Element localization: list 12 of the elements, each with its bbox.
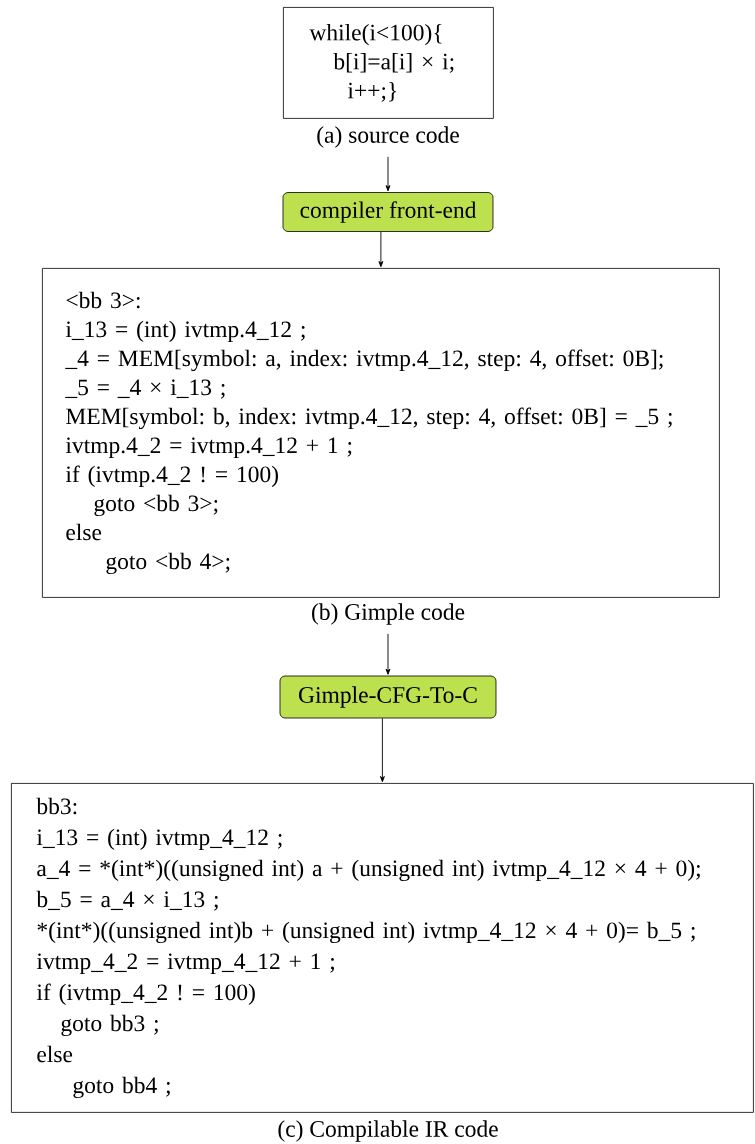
- arrow: [385, 633, 391, 675]
- arrow: [379, 717, 385, 783]
- node-label: (b) Gimple code: [312, 603, 465, 625]
- process-box: compiler front-end: [282, 192, 494, 232]
- code-box: <bb 3>: i_13 = (int) ivtmp.4_12 ; _4 = MEM[symbol: a, index: ivtmp.4_12, step: 4, offset: 0B]; _5 = _4 × i_13 ; MEM[symbol: b, index: ivtmp.4_12, step: 4, offset: 0B] = _5 ; ivtmp.4_2 = ivtmp.4_12 + 1 ; if (ivtmp.4_2 ! = 100) goto <bb 3>; else goto <bb 4>;: [42, 268, 720, 598]
- node-label: (c) Compilable IR code: [278, 1120, 498, 1142]
- process-box: Gimple-CFG-To-C: [279, 675, 497, 719]
- arrow: [385, 156, 391, 192]
- arrow: [378, 231, 384, 268]
- code-box: while(i<100){ b[i]=a[i] × i; i++;}: [283, 7, 494, 119]
- node-label: (a) source code: [317, 126, 459, 148]
- code-box: bb3: i_13 = (int) ivtmp_4_12 ; a_4 = *(int*)((unsigned int) a + (unsigned int) ivtmp_4_12 × 4 + 0); b_5 = a_4 × i_13 ; *(int*)((unsigned int)b + (unsigned int) ivtmp_4_12 × 4 + 0)= b_5 ; ivtmp_4_2 = ivtmp_4_12 + 1 ; if (ivtmp_4_2 ! = 100) goto bb3 ; else goto bb4 ;: [11, 783, 754, 1113]
